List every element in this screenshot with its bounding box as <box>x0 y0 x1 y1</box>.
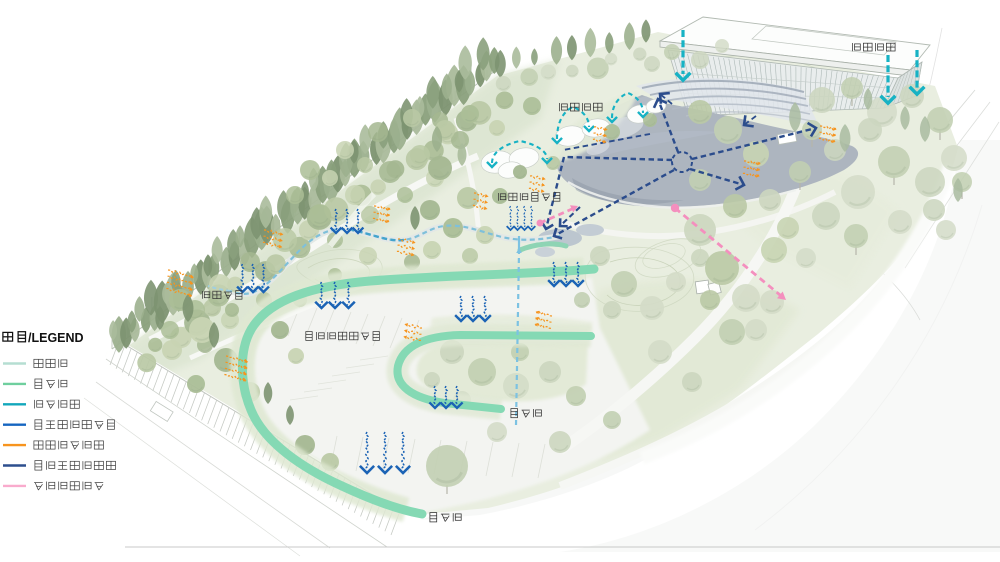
svg-text:/LEGEND: /LEGEND <box>28 331 84 345</box>
